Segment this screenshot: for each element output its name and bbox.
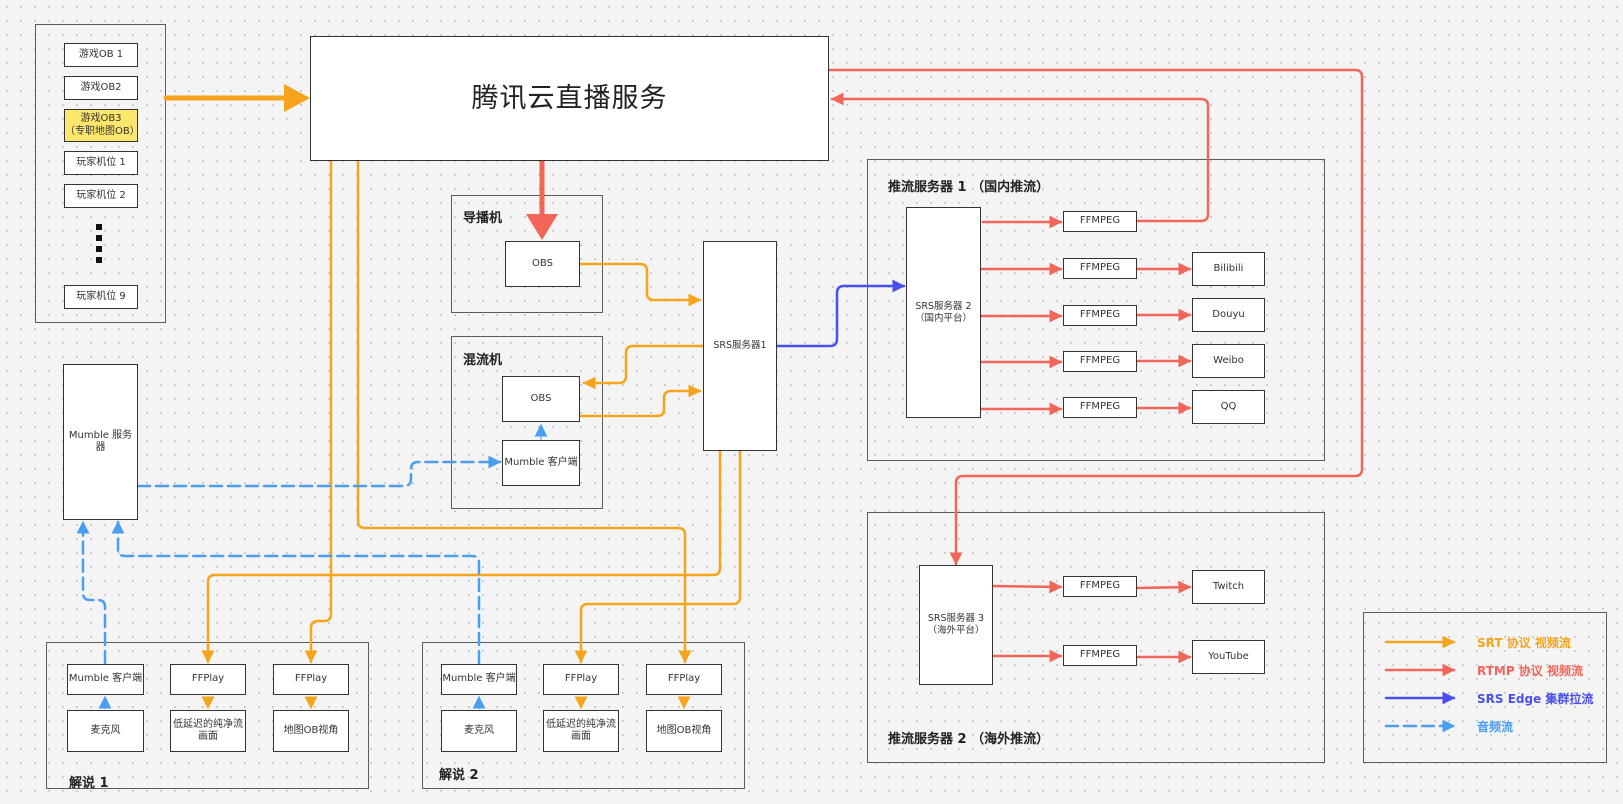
player-cam-1: 玩家机位 1 (64, 151, 138, 175)
commentary-1-map-view: 地图OB视角 (273, 710, 349, 752)
legend-srs-edge: SRS Edge 集群拉流 (1477, 692, 1594, 706)
commentary-1-ffplay-1: FFPlay (170, 664, 246, 695)
player-cam-2: 玩家机位 2 (64, 184, 138, 208)
mixer-mumble-client: Mumble 客户端 (502, 440, 580, 486)
ffmpeg-domestic-4: FFMPEG (1063, 351, 1137, 372)
legend-box (1363, 612, 1607, 763)
ffmpeg-domestic-5: FFMPEG (1063, 397, 1137, 418)
platform-twitch: Twitch (1192, 570, 1265, 604)
commentary-2-clean-view: 低延迟的纯净流 画面 (543, 710, 619, 752)
commentary-1-mic: 麦克风 (67, 710, 144, 752)
commentary-2-title: 解说 2 (439, 768, 479, 783)
push-server-2-title: 推流服务器 2 （海外推流） (888, 732, 1050, 747)
commentary-1-title: 解说 1 (69, 776, 109, 791)
commentary-1-mumble-client: Mumble 客户端 (67, 664, 144, 695)
mixer-obs: OBS (502, 376, 580, 422)
legend-audio: 音频流 (1477, 720, 1514, 734)
game-ob-2: 游戏OB2 (64, 76, 138, 100)
push-server-1-group (867, 159, 1325, 461)
platform-douyu: Douyu (1192, 298, 1265, 332)
mixer-title: 混流机 (463, 353, 503, 368)
game-ob-1: 游戏OB 1 (64, 43, 138, 67)
platform-qq: QQ (1192, 390, 1265, 424)
platform-bilibili: Bilibili (1192, 252, 1265, 286)
commentary-2-map-view: 地图OB视角 (646, 710, 722, 752)
tencent-live-service: 腾讯云直播服务 (310, 36, 829, 161)
platform-weibo: Weibo (1192, 344, 1265, 378)
mixer-group (451, 336, 603, 509)
director-title: 导播机 (463, 211, 503, 226)
commentary-2-group (422, 642, 745, 789)
player-cam-9: 玩家机位 9 (64, 285, 138, 309)
ffmpeg-overseas-2: FFMPEG (1063, 645, 1137, 666)
commentary-2-ffplay-1: FFPlay (543, 664, 619, 695)
commentary-2-mumble-client: Mumble 客户端 (441, 664, 517, 695)
ffmpeg-overseas-1: FFMPEG (1063, 576, 1137, 597)
game-sources-group (35, 24, 166, 323)
ffmpeg-domestic-1: FFMPEG (1063, 211, 1137, 232)
commentary-1-clean-view: 低延迟的纯净流 画面 (170, 710, 246, 752)
platform-youtube: YouTube (1192, 640, 1265, 674)
push-server-1-title: 推流服务器 1 （国内推流） (888, 180, 1050, 195)
commentary-2-mic: 麦克风 (441, 710, 517, 752)
srs-server-3: SRS服务器 3 （海外平台） (919, 565, 993, 685)
game-ob-3-map: 游戏OB3 （专职地图OB） (64, 109, 140, 142)
srs-server-1: SRS服务器1 (703, 241, 777, 451)
director-group (451, 195, 603, 313)
ffmpeg-domestic-3: FFMPEG (1063, 305, 1137, 326)
srs-server-2: SRS服务器 2 （国内平台） (906, 207, 981, 418)
legend-srt: SRT 协议 视频流 (1477, 636, 1571, 650)
commentary-2-ffplay-2: FFPlay (646, 664, 722, 695)
director-obs: OBS (505, 241, 580, 287)
legend-rtmp: RTMP 协议 视频流 (1477, 664, 1583, 678)
ffmpeg-domestic-2: FFMPEG (1063, 258, 1137, 279)
commentary-1-ffplay-2: FFPlay (273, 664, 349, 695)
ellipsis-vertical-icon (96, 224, 103, 263)
push-server-2-group (867, 512, 1325, 763)
mumble-server: Mumble 服务器 (63, 364, 138, 520)
